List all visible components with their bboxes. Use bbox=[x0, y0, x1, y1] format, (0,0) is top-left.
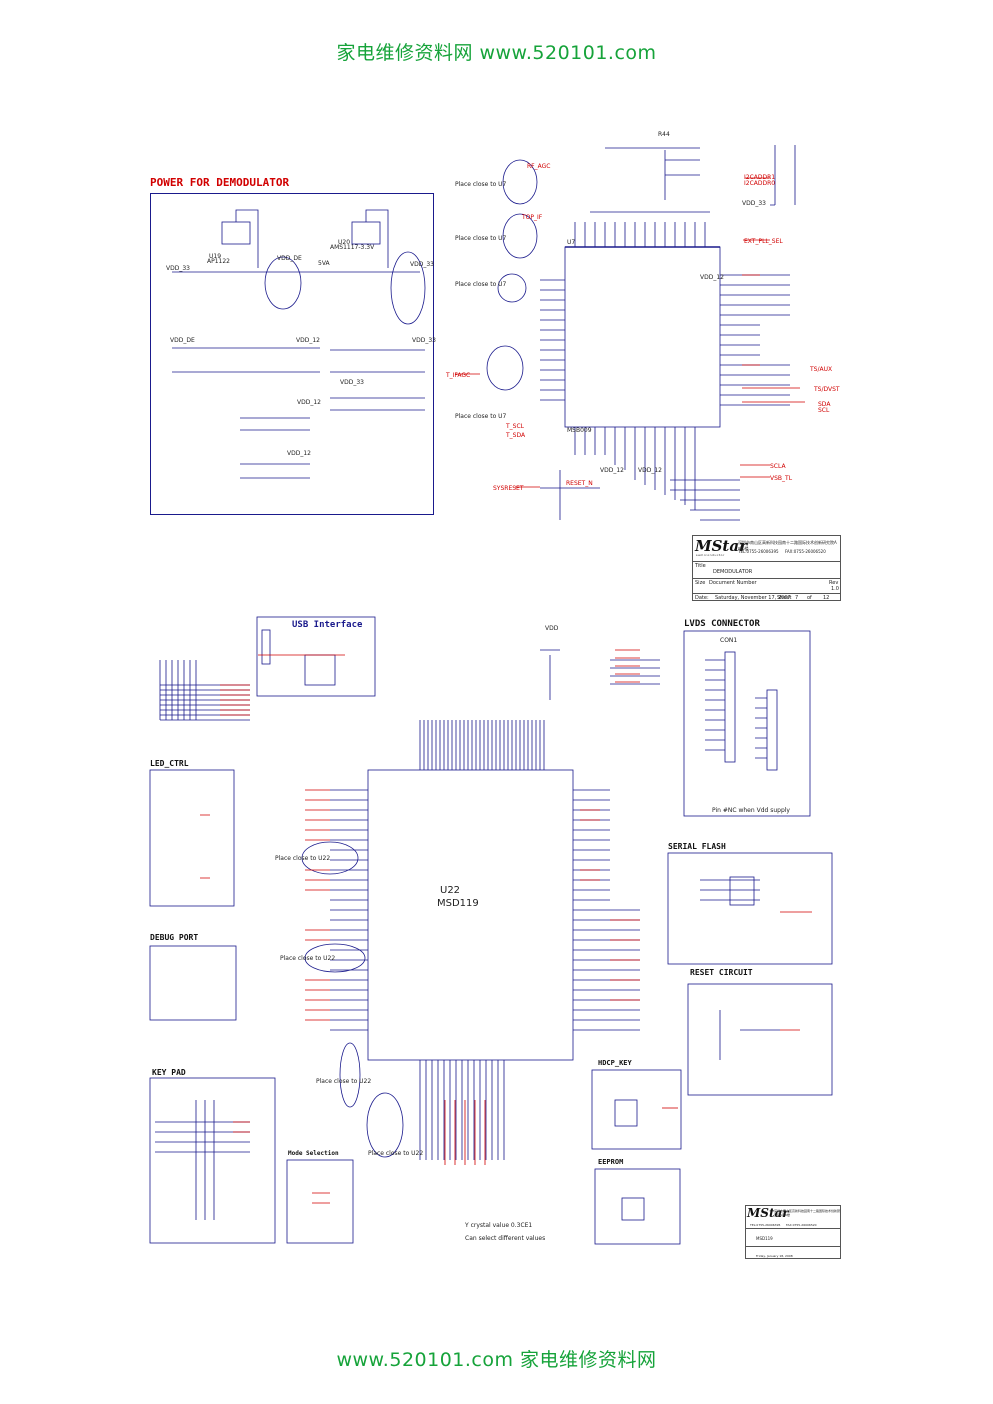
svg-text:VDD_33: VDD_33 bbox=[340, 379, 364, 386]
svg-text:TS/AUX: TS/AUX bbox=[809, 366, 832, 373]
docnum-label: Document Number bbox=[709, 580, 757, 586]
svg-text:Can select different values: Can select different values bbox=[465, 1235, 545, 1242]
lvds-section-title: LVDS CONNECTOR bbox=[684, 619, 760, 629]
demodulator-schematic: VDD_33 U19 AP1122 U20 AMS1117-3.3V 5VA V… bbox=[166, 131, 840, 521]
debug-section-title: DEBUG PORT bbox=[150, 933, 199, 942]
title-block-1: MStar semiconductor 深圳市南山区高新科技园南十二路国际技术创… bbox=[692, 535, 841, 601]
svg-text:5VA: 5VA bbox=[318, 260, 331, 267]
svg-text:CON1: CON1 bbox=[720, 637, 737, 644]
svg-text:VDD_33: VDD_33 bbox=[166, 265, 190, 272]
mode-section-title: Mode Selection bbox=[288, 1150, 339, 1157]
svg-text:R44: R44 bbox=[658, 131, 670, 138]
keypad-section-title: KEY PAD bbox=[152, 1068, 186, 1077]
svg-text:U7: U7 bbox=[567, 239, 575, 246]
svg-text:I2CADDR0: I2CADDR0 bbox=[744, 180, 775, 187]
company-sub: semiconductor bbox=[696, 553, 725, 557]
svg-text:Place close to U22: Place close to U22 bbox=[275, 855, 330, 862]
svg-text:T_SDA: T_SDA bbox=[505, 432, 526, 439]
svg-text:VDD_DE: VDD_DE bbox=[277, 255, 302, 262]
svg-text:TOP_IF: TOP_IF bbox=[521, 214, 543, 221]
svg-text:U20: U20 bbox=[338, 239, 350, 246]
svg-text:Place close to U22: Place close to U22 bbox=[368, 1150, 423, 1157]
svg-text:VSB_TL: VSB_TL bbox=[770, 475, 793, 482]
date-label: Date: bbox=[695, 595, 709, 601]
svg-text:T_SCL: T_SCL bbox=[505, 423, 525, 430]
svg-text:VDD: VDD bbox=[545, 625, 559, 632]
svg-text:AMS1117-3.3V: AMS1117-3.3V bbox=[330, 244, 375, 251]
led-section-title: LED_CTRL bbox=[150, 759, 189, 768]
svg-text:VDD_12: VDD_12 bbox=[700, 274, 724, 281]
svg-text:Place close to U22: Place close to U22 bbox=[316, 1078, 371, 1085]
svg-text:T_IFAGC: T_IFAGC bbox=[445, 372, 470, 379]
rev-label: Rev bbox=[829, 580, 839, 586]
reset-section-title: RESET CIRCUIT bbox=[690, 968, 753, 977]
svg-text:SCL: SCL bbox=[818, 407, 830, 414]
company-tel-2: TEL:0755-26006395 bbox=[750, 1223, 781, 1227]
sheet-label: Sheet bbox=[777, 595, 792, 601]
company-logo: MStar bbox=[695, 537, 747, 555]
svg-text:SYSRESET: SYSRESET bbox=[493, 485, 524, 492]
power-section-box bbox=[150, 193, 434, 515]
sheet-title-2: MSD119 bbox=[756, 1236, 773, 1241]
title-block-2: MStar 深圳市南山区高新科技园南十二路国际技术创新研究院A座6楼 TEL:0… bbox=[745, 1205, 841, 1259]
svg-text:VDD_12: VDD_12 bbox=[297, 399, 321, 406]
rev-value: 1.0 bbox=[831, 586, 839, 592]
svg-text:Y crystal value 0.3CE1: Y crystal value 0.3CE1 bbox=[464, 1222, 532, 1229]
main-chip-ref: U22 bbox=[440, 885, 461, 896]
svg-text:Place close to U22: Place close to U22 bbox=[280, 955, 335, 962]
svg-text:SDA: SDA bbox=[818, 401, 831, 408]
svg-text:VDD_12: VDD_12 bbox=[287, 450, 311, 457]
svg-text:VDD_12: VDD_12 bbox=[296, 337, 320, 344]
main-chip-part: MSD119 bbox=[437, 898, 479, 909]
svg-text:U19: U19 bbox=[209, 253, 221, 260]
watermark-top: 家电维修资料网 www.520101.com bbox=[336, 42, 657, 64]
company-address: 深圳市南山区高新科技园南十二路国际技术创新研究院A座6楼 bbox=[738, 540, 837, 551]
svg-text:VDD_DE: VDD_DE bbox=[170, 337, 195, 344]
hdcp-section-title: HDCP_KEY bbox=[598, 1059, 632, 1067]
svg-text:I2CADDR1: I2CADDR1 bbox=[744, 174, 775, 181]
svg-text:MSB009: MSB009 bbox=[567, 427, 592, 434]
svg-text:TS/DVST: TS/DVST bbox=[813, 386, 840, 393]
svg-text:Place close to U7: Place close to U7 bbox=[455, 413, 507, 420]
svg-text:VDD_12: VDD_12 bbox=[600, 467, 624, 474]
svg-text:Place close to U7: Place close to U7 bbox=[455, 281, 507, 288]
usb-section-title: USB Interface bbox=[292, 620, 363, 630]
svg-text:VDD_33: VDD_33 bbox=[742, 200, 766, 207]
watermark-bottom: www.520101.com 家电维修资料网 bbox=[336, 1349, 657, 1371]
svg-text:RESET_N: RESET_N bbox=[566, 480, 593, 487]
of-label: of bbox=[807, 595, 812, 601]
sheet-title: DEMODULATOR bbox=[713, 569, 753, 575]
sheet-total: 12 bbox=[823, 595, 830, 601]
svg-text:Place close to U7: Place close to U7 bbox=[455, 235, 507, 242]
company-logo-2: MStar bbox=[747, 1206, 789, 1220]
sheet-value: 7 bbox=[795, 595, 799, 601]
title-label: Title bbox=[695, 563, 706, 569]
company-fax: FAX:0755-26006520 bbox=[785, 549, 826, 554]
svg-text:Pin #NC when Vdd supply: Pin #NC when Vdd supply bbox=[712, 807, 790, 814]
svg-text:Place close to U7: Place close to U7 bbox=[455, 181, 507, 188]
eeprom-section-title: EEPROM bbox=[598, 1158, 624, 1166]
serial-flash-section-title: SERIAL FLASH bbox=[668, 842, 726, 851]
date-value: Saturday, November 17, 2007 bbox=[715, 595, 791, 601]
date-value-2: Friday, January 18, 2008 bbox=[756, 1254, 793, 1258]
size-label: Size bbox=[695, 580, 706, 586]
svg-text:RF_AGC: RF_AGC bbox=[527, 163, 550, 170]
svg-text:VDD_12: VDD_12 bbox=[638, 467, 662, 474]
svg-text:SCLA: SCLA bbox=[770, 463, 786, 470]
company-tel: TEL:0755-26006395 bbox=[738, 549, 779, 554]
svg-text:VDD_33: VDD_33 bbox=[410, 261, 434, 268]
svg-text:AP1122: AP1122 bbox=[207, 258, 230, 265]
svg-text:VDD_33: VDD_33 bbox=[412, 337, 436, 344]
power-section-title: POWER FOR DEMODULATOR bbox=[150, 176, 290, 189]
company-fax-2: FAX:0755-26006520 bbox=[786, 1223, 817, 1227]
svg-text:EXT_PLL_SEL: EXT_PLL_SEL bbox=[744, 238, 783, 245]
company-address-2: 深圳市南山区高新科技园南十二路国际技术创新研究院A座6楼 bbox=[774, 1209, 841, 1217]
